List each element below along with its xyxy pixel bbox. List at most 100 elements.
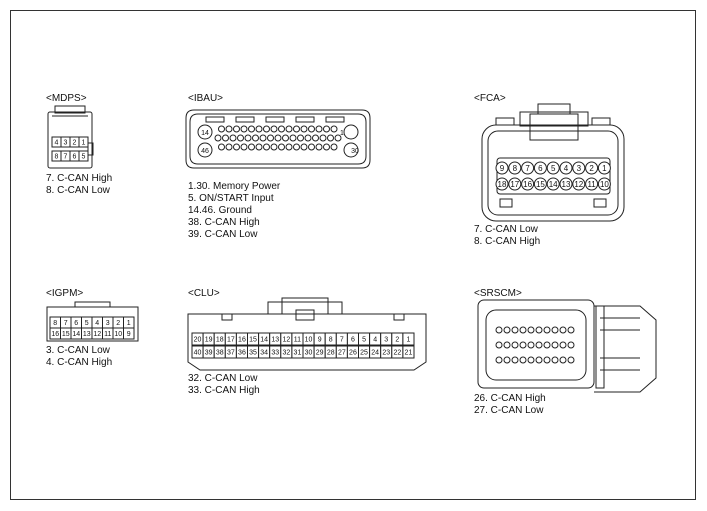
ibau-socket [214,134,222,142]
clu-pin-33: 33 [271,350,279,357]
ibau-latch-tab [295,116,315,123]
igpm-pin-10: 10 [114,331,122,338]
ibau-socket [293,143,300,151]
mdps-note-2: 8. C-CAN Low [46,185,110,196]
ibau-socket [282,134,289,142]
ibau-socket [323,143,330,151]
clu-pin-20: 20 [194,337,202,344]
clu-pin-2: 2 [395,337,399,344]
ibau-socket [278,143,285,151]
clu-pin-16: 16 [238,337,246,344]
srscm-socket [543,341,551,349]
srscm-socket [559,356,567,364]
srscm-socket [535,341,543,349]
ibau-socket [237,134,244,142]
fca-socket-17 [508,177,522,191]
fca-socket-11 [585,177,599,191]
igpm-note-2: 4. C-CAN High [46,357,113,368]
ibau-note-4: 38. C-CAN High [188,217,260,228]
srscm-socket [519,356,527,364]
fca-socket-8 [508,161,522,175]
mdps-pin-8: 8 [55,154,59,161]
srscm-socket [567,326,575,334]
fca-socket-6 [533,161,547,175]
mdps-notes: 7. C-CAN High 8. C-CAN Low [46,173,112,197]
ibau-socket [263,143,270,151]
ibau-socket [240,125,248,133]
clu-pin-28: 28 [327,350,335,357]
ibau-socket [300,125,308,133]
srscm-connector [477,299,657,393]
fca-socket-12 [572,177,586,191]
ibau-socket [297,134,304,142]
fca-pin-13: 13 [562,180,571,189]
fca-socket-2 [585,161,599,175]
srscm-socket [511,356,519,364]
clu-pin-3: 3 [384,337,388,344]
igpm-pin-14: 14 [72,331,80,338]
clu-pin-8: 8 [329,337,333,344]
srscm-socket [535,356,543,364]
srscm-socket [495,326,503,334]
fca-socket-13 [559,177,573,191]
srscm-socket [527,326,535,334]
ibau-socket [330,143,338,151]
mdps-note-1: 7. C-CAN High [46,173,113,184]
mdps-pin-1: 1 [82,140,86,147]
srscm-socket [559,341,567,349]
srscm-socket [543,326,551,334]
ibau-note-1: 1.30. Memory Power [188,181,281,192]
igpm-pin-15: 15 [62,331,70,338]
fca-pin-9: 9 [500,164,505,173]
ibau-socket [218,125,225,133]
clu-pin-36: 36 [238,350,246,357]
srscm-socket [495,356,503,364]
ibau-socket [327,134,334,142]
mdps-pin-2: 2 [73,140,77,147]
clu-pin-11: 11 [294,337,301,344]
clu-pin-1: 1 [406,337,410,344]
ibau-socket [255,143,263,151]
clu-pin-6: 6 [351,337,355,344]
srscm-socket [495,341,503,349]
ibau-note-2: 5. ON/START Input [188,193,274,204]
srscm-socket [503,326,511,334]
ibau-socket [248,125,255,133]
clu-pin-37: 37 [227,350,235,357]
diagram-frame [10,10,696,500]
mdps-cell-5 [78,150,89,162]
ibau-socket [315,125,323,133]
srscm-socket [559,326,567,334]
fca-pin-2: 2 [589,164,594,173]
clu-title: <CLU> [188,288,220,299]
fca-socket-18 [495,177,509,191]
igpm-pin-11: 11 [104,331,111,338]
clu-pin-32: 32 [282,350,290,357]
ibau-socket [289,134,297,142]
ibau-socket [248,143,255,151]
srscm-socket [535,326,543,334]
fca-notes: 7. C-CAN Low 8. C-CAN High [474,224,540,248]
srscm-socket [551,356,559,364]
fca-pin-11: 11 [587,180,596,189]
fca-socket-3 [572,161,586,175]
ibau-socket [218,143,225,151]
igpm-cell-9 [123,327,135,340]
fca-socket-1 [597,161,611,175]
clu-pin-29: 29 [316,350,324,357]
mdps-cell-1 [78,136,89,148]
clu-pin-5: 5 [362,337,366,344]
srscm-note-1: 26. C-CAN High [474,393,546,404]
ibau-socket [315,143,323,151]
clu-pin-21: 21 [405,350,413,357]
igpm-pin-6: 6 [74,320,78,327]
ibau-pin-30: 30 [351,148,359,155]
srscm-socket [503,341,511,349]
ibau-socket [229,134,237,142]
mdps-pin-4: 4 [55,140,59,147]
fca-note-1: 7. C-CAN Low [474,224,538,235]
ibau-socket [285,143,293,151]
ibau-socket [319,134,327,142]
